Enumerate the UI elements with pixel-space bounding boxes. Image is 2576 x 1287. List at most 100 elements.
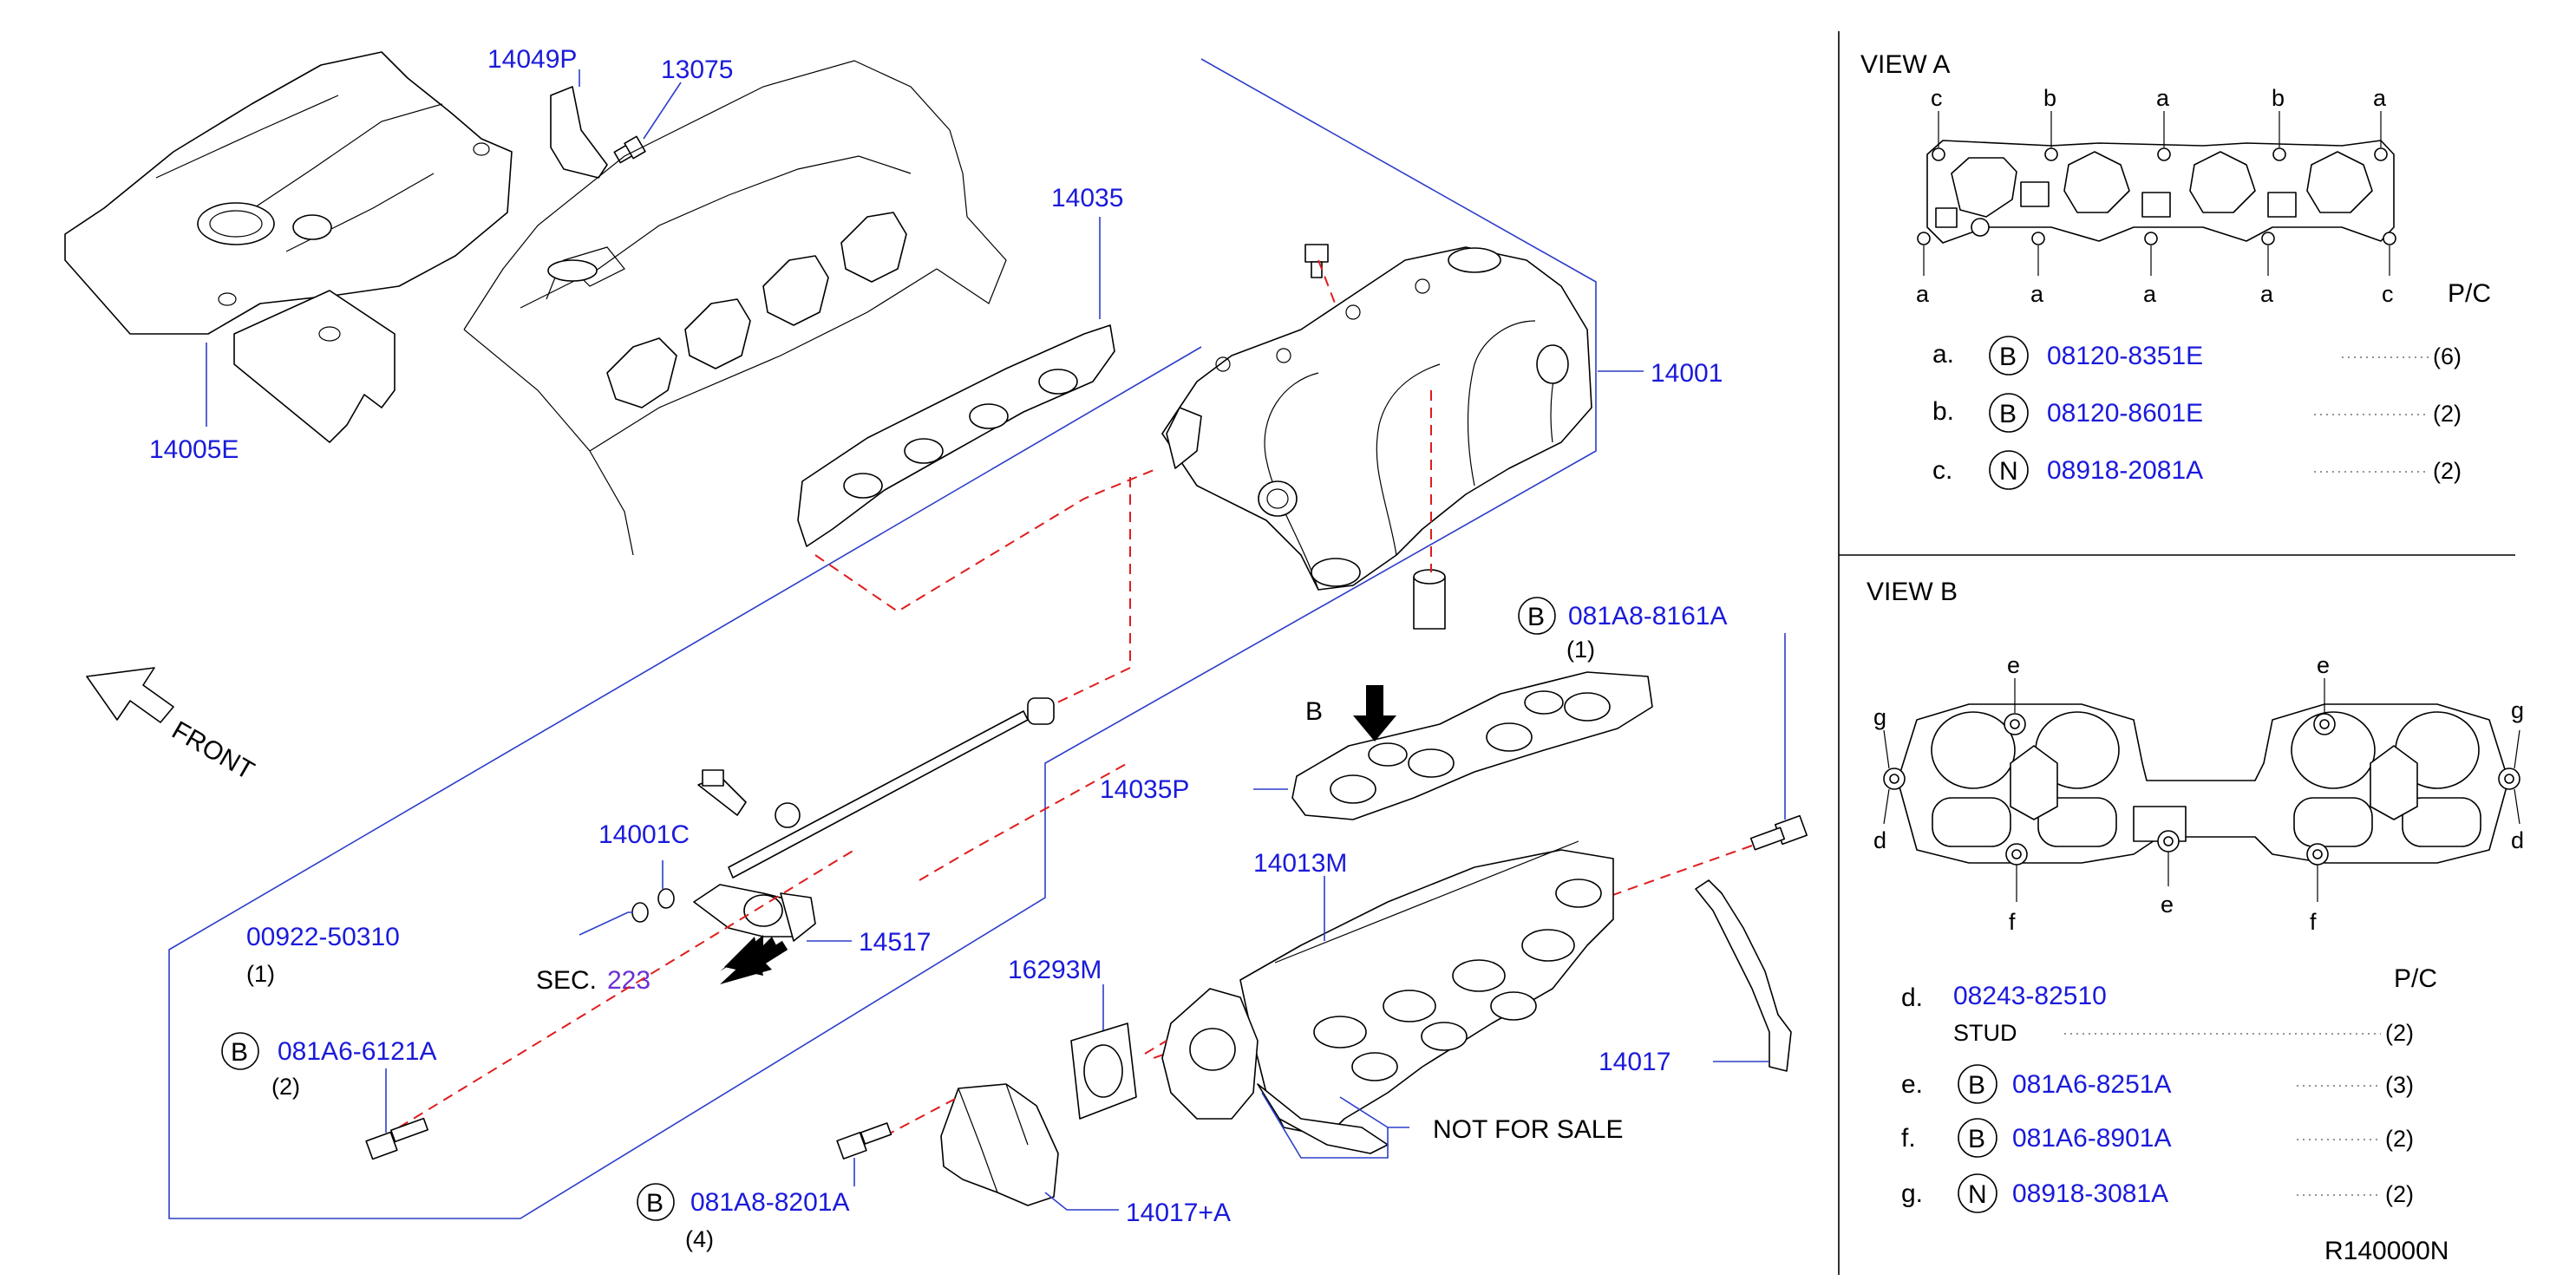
view-a-qty: (2)	[2433, 401, 2462, 427]
part-label-14001C: 14001C	[598, 820, 690, 849]
assembly-outline	[168, 58, 1597, 1219]
view-a-letter-bottom-4: a	[2260, 281, 2274, 307]
manifold-bolt-part	[1304, 244, 1329, 278]
leader-14017A	[1044, 1192, 1119, 1211]
circle-b-8201A-letter: B	[646, 1189, 664, 1218]
alignment-line-gasket-16293M	[1144, 1040, 1167, 1055]
not-for-sale-leader-a	[1261, 1092, 1409, 1159]
circle-b-icon	[1989, 393, 2029, 433]
alignment-line-bolt-6121A	[398, 849, 855, 1128]
part-label-14017A: 14017+A	[1126, 1199, 1231, 1227]
view-b-bolt-holes	[1883, 713, 2520, 866]
view-b-qty: (2)	[2385, 1181, 2414, 1207]
view-a-letter-top-4: b	[2272, 85, 2285, 111]
view-a-letter-top-3: a	[2156, 85, 2170, 111]
part-label-14013M: 14013M	[1253, 849, 1347, 878]
circle-letter: B	[1999, 400, 2017, 428]
view-b-letter-e-2: e	[2317, 652, 2330, 678]
view-b-title: VIEW B	[1867, 578, 1958, 606]
view-b-qty: (2)	[2385, 1020, 2414, 1046]
bracket-14049P-part	[550, 86, 608, 179]
front-arrow-icon	[86, 667, 174, 723]
view-a-letter-bottom-2: a	[2030, 281, 2044, 307]
alignment-line-bolt	[1317, 259, 1337, 306]
view-b-row-f: f. B 081A6-8901A (2)	[1901, 1118, 2414, 1158]
view-a-letter-top-1: c	[1931, 85, 1943, 111]
view-b-part-number: 081A6-8251A	[2012, 1070, 2172, 1099]
gasket-14035-part	[797, 324, 1115, 547]
circle-n-icon	[1958, 1173, 1997, 1213]
part-label-16293M: 16293M	[1008, 956, 1102, 984]
view-a-row-b: b. B 08120-8601E (2)	[1932, 393, 2462, 433]
view-b-part-number: 081A6-8901A	[2012, 1124, 2172, 1153]
view-b-arrow-label: B	[1305, 697, 1323, 726]
gasket-14035P-part	[1291, 671, 1653, 820]
front-label: FRONT	[167, 715, 259, 785]
view-b-arrow-icon	[1353, 685, 1396, 741]
part-label-14005E: 14005E	[149, 435, 239, 464]
circle-b-icon	[1958, 1064, 1997, 1104]
qty-081A8-8161A: (1)	[1566, 637, 1595, 663]
engine-cover-part	[64, 51, 513, 443]
sec-number-link[interactable]: 223	[607, 966, 651, 995]
part-label-00922-50310: 00922-50310	[246, 923, 400, 951]
view-a-part-number: 08918-2081A	[2047, 456, 2203, 485]
view-b-letter-f-1: f	[2009, 909, 2016, 935]
leader-13075	[643, 82, 682, 140]
circle-n-icon	[1989, 450, 2029, 490]
bolt-081A8-8201A-part	[836, 1122, 892, 1160]
sec-223-direction-arrow-icon	[720, 935, 776, 976]
view-a-row-letter: a.	[1932, 340, 1954, 369]
view-b-letter-d-1: d	[1873, 827, 1886, 853]
view-a-letter-top-2: b	[2043, 85, 2056, 111]
circle-letter: N	[1999, 457, 2018, 486]
circle-b-icon	[1989, 336, 2029, 376]
view-b-letter-g-2: g	[2511, 697, 2524, 723]
leader-00922	[579, 911, 633, 936]
view-a-gasket-drawing	[1926, 140, 2395, 244]
circle-b-icon	[1958, 1118, 1997, 1158]
alignment-line-8201A	[884, 1096, 959, 1137]
view-b-letter-leaders	[1883, 678, 2520, 902]
circle-letter: N	[1968, 1180, 1987, 1209]
view-a-bolt-holes	[1917, 147, 2396, 245]
bolt-081A8-8161A-part	[1749, 814, 1808, 851]
view-a-letter-bottom-5: c	[2382, 281, 2394, 307]
part-label-13075: 13075	[661, 56, 733, 84]
view-b-stud-label: STUD	[1953, 1020, 2017, 1046]
bracket-14017A-part	[940, 1083, 1059, 1206]
view-b-qty: (2)	[2385, 1126, 2414, 1152]
intake-manifold-14001-part	[1161, 246, 1592, 591]
circle-b-8161A-letter: B	[1527, 603, 1545, 631]
sec-prefix-label: SEC.	[536, 966, 597, 995]
part-label-14517: 14517	[859, 928, 931, 957]
part-label-081A8-8201A: 081A8-8201A	[690, 1188, 850, 1217]
gasket-16293M-part	[1070, 1022, 1137, 1120]
view-a-letter-bottom-1: a	[1916, 281, 1930, 307]
not-for-sale-note: NOT FOR SALE	[1433, 1115, 1624, 1144]
head-intake-ports	[547, 212, 907, 408]
view-b-row-letter: d.	[1901, 983, 1923, 1012]
view-a-row-a: a. B 08120-8351E (6)	[1932, 336, 2462, 376]
view-a-pc-header: P/C	[2448, 279, 2491, 308]
alignment-line-rod	[1053, 477, 1131, 705]
view-b-row-letter: f.	[1901, 1124, 1916, 1153]
alignment-line-gasket	[814, 467, 1159, 613]
diagram-code: R140000N	[2324, 1237, 2449, 1265]
bolt-081A6-6121A-part	[365, 1117, 428, 1160]
view-a-letter-bottom-3: a	[2143, 281, 2157, 307]
part-label-081A6-6121A: 081A6-6121A	[278, 1037, 437, 1066]
lower-manifold-14013M-part	[1161, 840, 1614, 1154]
view-b-letter-e-1: e	[2007, 652, 2020, 678]
part-label-14035: 14035	[1051, 184, 1123, 212]
control-rod-part	[697, 697, 1055, 879]
sec-arrow-shaft	[751, 940, 788, 970]
part-label-081A8-8161A: 081A8-8161A	[1568, 602, 1728, 630]
view-b-row-letter: e.	[1901, 1070, 1923, 1099]
actuator-14517-part	[631, 884, 816, 942]
view-a-part-number: 08120-8601E	[2047, 399, 2203, 428]
part-label-14049P: 14049P	[487, 45, 577, 74]
view-a-qty: (2)	[2433, 458, 2462, 484]
view-a-row-letter: b.	[1932, 397, 1954, 426]
part-label-14017: 14017	[1599, 1048, 1670, 1076]
